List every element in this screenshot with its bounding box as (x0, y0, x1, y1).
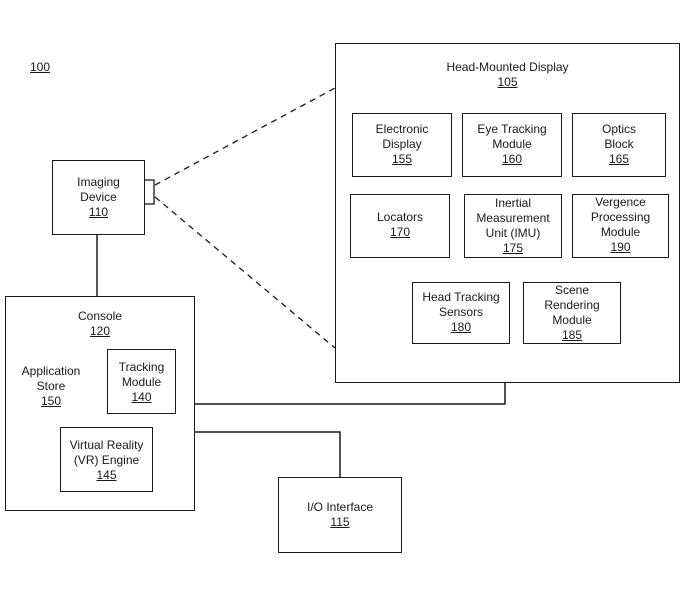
scene-line2: Rendering (544, 298, 600, 312)
optics-line2: Block (604, 137, 634, 151)
head-tracking-line1: Head Tracking (422, 290, 500, 304)
io-interface-label: I/O Interface 115 (278, 500, 402, 530)
console-label: Console 120 (5, 309, 195, 339)
imu-line3: Unit (IMU) (485, 226, 541, 240)
imaging-line1: Imaging (77, 175, 120, 189)
optics-block-label: Optics Block 165 (572, 122, 666, 167)
imu-line1: Inertial (494, 196, 532, 210)
imu-label: Inertial Measurement Unit (IMU) 175 (464, 196, 562, 256)
tracking-module-label: Tracking Module 140 (107, 360, 176, 405)
electronic-display-box (352, 113, 452, 177)
tracking-module-box (107, 349, 176, 414)
eye-tracking-box (462, 113, 562, 177)
eye-tracking-label: Eye Tracking Module 160 (462, 122, 562, 167)
vr-engine-label: Virtual Reality (VR) Engine 145 (60, 438, 153, 483)
scene-rendering-box (523, 282, 621, 344)
head-tracking-box (412, 282, 510, 344)
locators-line1: Locators (376, 210, 424, 224)
optics-number: 165 (608, 152, 630, 166)
eye-tracking-number: 160 (501, 152, 523, 166)
hmd-title: Head-Mounted Display (446, 60, 569, 74)
vergence-box (572, 194, 669, 258)
scene-number: 185 (561, 328, 583, 342)
imaging-number: 110 (88, 205, 109, 219)
electronic-display-number: 155 (391, 152, 413, 166)
fov-line-top (154, 87, 336, 186)
link-console-hmd (193, 382, 506, 405)
optics-line1: Optics (601, 122, 636, 136)
head-tracking-number: 180 (450, 320, 472, 334)
io-interface-box (278, 477, 402, 553)
electronic-display-line1: Electronic (375, 122, 429, 136)
console-number: 120 (89, 324, 111, 338)
electronic-display-line2: Display (382, 137, 422, 151)
vergence-line2: Processing (590, 210, 651, 224)
electronic-display-label: Electronic Display 155 (352, 122, 452, 167)
vr-engine-box (60, 427, 153, 492)
app-store-line1: Application (21, 364, 81, 378)
vergence-number: 190 (610, 240, 631, 254)
figure-reference: 100 (30, 60, 51, 74)
head-tracking-label: Head Tracking Sensors 180 (412, 290, 510, 335)
imaging-line2: Device (80, 190, 117, 204)
camera-lens (143, 179, 155, 205)
hmd-label: Head-Mounted Display 105 (335, 60, 680, 90)
optics-block-box (572, 113, 666, 177)
vr-engine-line2: (VR) Engine (73, 453, 140, 467)
locators-box (350, 194, 450, 258)
imaging-device-label: Imaging Device 110 (52, 175, 145, 220)
imu-box (464, 194, 562, 258)
tracking-line2: Module (121, 375, 162, 389)
app-store-label: Application Store 150 (14, 364, 88, 409)
scene-rendering-label: Scene Rendering Module 185 (523, 283, 621, 343)
imaging-device-box (52, 160, 145, 235)
vr-engine-number: 145 (96, 468, 117, 482)
vergence-line3: Module (600, 225, 641, 239)
hmd-number: 105 (497, 75, 518, 89)
app-store-line2: Store (36, 379, 66, 393)
locators-number: 170 (389, 225, 411, 239)
eye-tracking-line1: Eye Tracking (477, 122, 547, 136)
io-line1: I/O Interface (306, 500, 374, 514)
console-title: Console (77, 309, 123, 323)
eye-tracking-line2: Module (492, 137, 532, 151)
vergence-label: Vergence Processing Module 190 (572, 195, 669, 255)
tracking-number: 140 (131, 390, 152, 404)
locators-label: Locators 170 (350, 210, 450, 240)
io-number: 115 (330, 515, 350, 529)
link-console-io (193, 431, 341, 478)
vergence-line1: Vergence (595, 195, 646, 209)
scene-line3: Module (552, 313, 592, 327)
tracking-line1: Tracking (118, 360, 165, 374)
vr-engine-line1: Virtual Reality (69, 438, 144, 452)
scene-line1: Scene (554, 283, 590, 297)
head-tracking-line2: Sensors (438, 305, 484, 319)
imu-line2: Measurement (476, 211, 550, 225)
app-store-number: 150 (40, 394, 62, 408)
imu-number: 175 (502, 241, 524, 255)
